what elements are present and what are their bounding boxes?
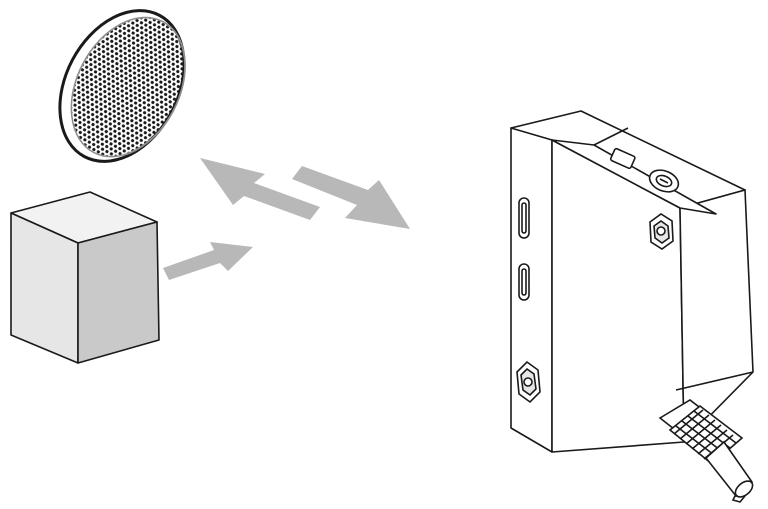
- sensor-top-details: [609, 147, 680, 193]
- sensor-front-bevel: [551, 139, 717, 215]
- arrow-to-reflector: [200, 158, 320, 220]
- arrow-from-cube: [163, 242, 253, 280]
- light-arrows: [163, 158, 410, 280]
- cable-end: [734, 480, 754, 498]
- sensor-left-face: [510, 127, 553, 453]
- arrow-to-sensor: [292, 166, 410, 229]
- mounting-slot-upper: [518, 197, 530, 239]
- indicator-led-window: [609, 147, 636, 170]
- object-cube: [10, 191, 160, 364]
- cube-side-face: [77, 221, 160, 364]
- mounting-slots: [518, 197, 530, 301]
- hex-nut-icon: [516, 360, 541, 404]
- hex-nut-icon: [649, 213, 674, 250]
- reflector-disc: [58, 9, 187, 163]
- cable-connector: [658, 399, 754, 503]
